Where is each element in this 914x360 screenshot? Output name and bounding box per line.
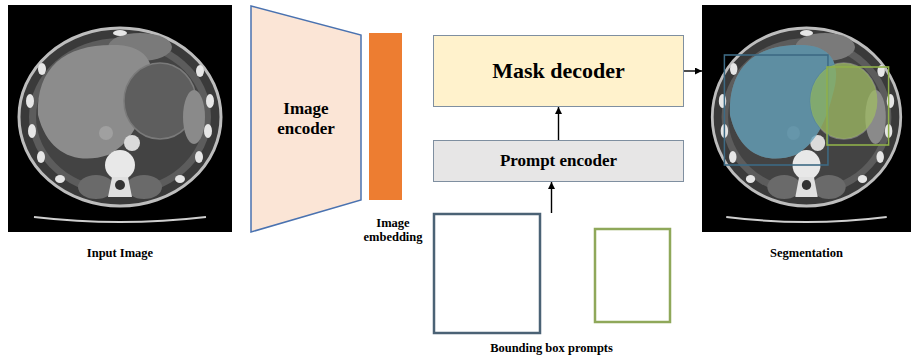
embedding-bar [369,33,402,200]
decoder-box: Mask decoder [433,35,684,107]
flow-arrow [558,107,559,140]
box-label: Mask decoder [492,58,625,83]
caption-label: Input Image [87,246,153,260]
input-ct-image [8,5,232,232]
prompt-group: Bounding box prompts [433,213,670,358]
segmentation-ct-image [702,5,911,232]
box-label: Prompt encoder [500,151,617,171]
caption-label: Segmentation [770,246,843,260]
input-image: Input Image [8,5,232,263]
segmentation-image: Segmentation [702,5,911,263]
stomach-box [827,67,889,145]
caption-label: Image embedding [356,216,430,245]
segmentation-ct-base [702,5,911,232]
prompt-encoder-box: Prompt encoder [433,140,684,182]
prompt-box-large [434,214,540,333]
encoder-trapezoid: Image encoder [250,5,362,233]
trapezoid-shape [251,6,361,232]
flow-arrow [551,182,552,213]
flow-arrow [684,70,702,71]
stomach-mask [810,63,877,139]
embedding-block: Image embedding [356,33,430,248]
box-label: Image encoder [264,99,348,138]
caption-label: Bounding box prompts [490,341,613,355]
prompt-box-small [595,229,670,322]
